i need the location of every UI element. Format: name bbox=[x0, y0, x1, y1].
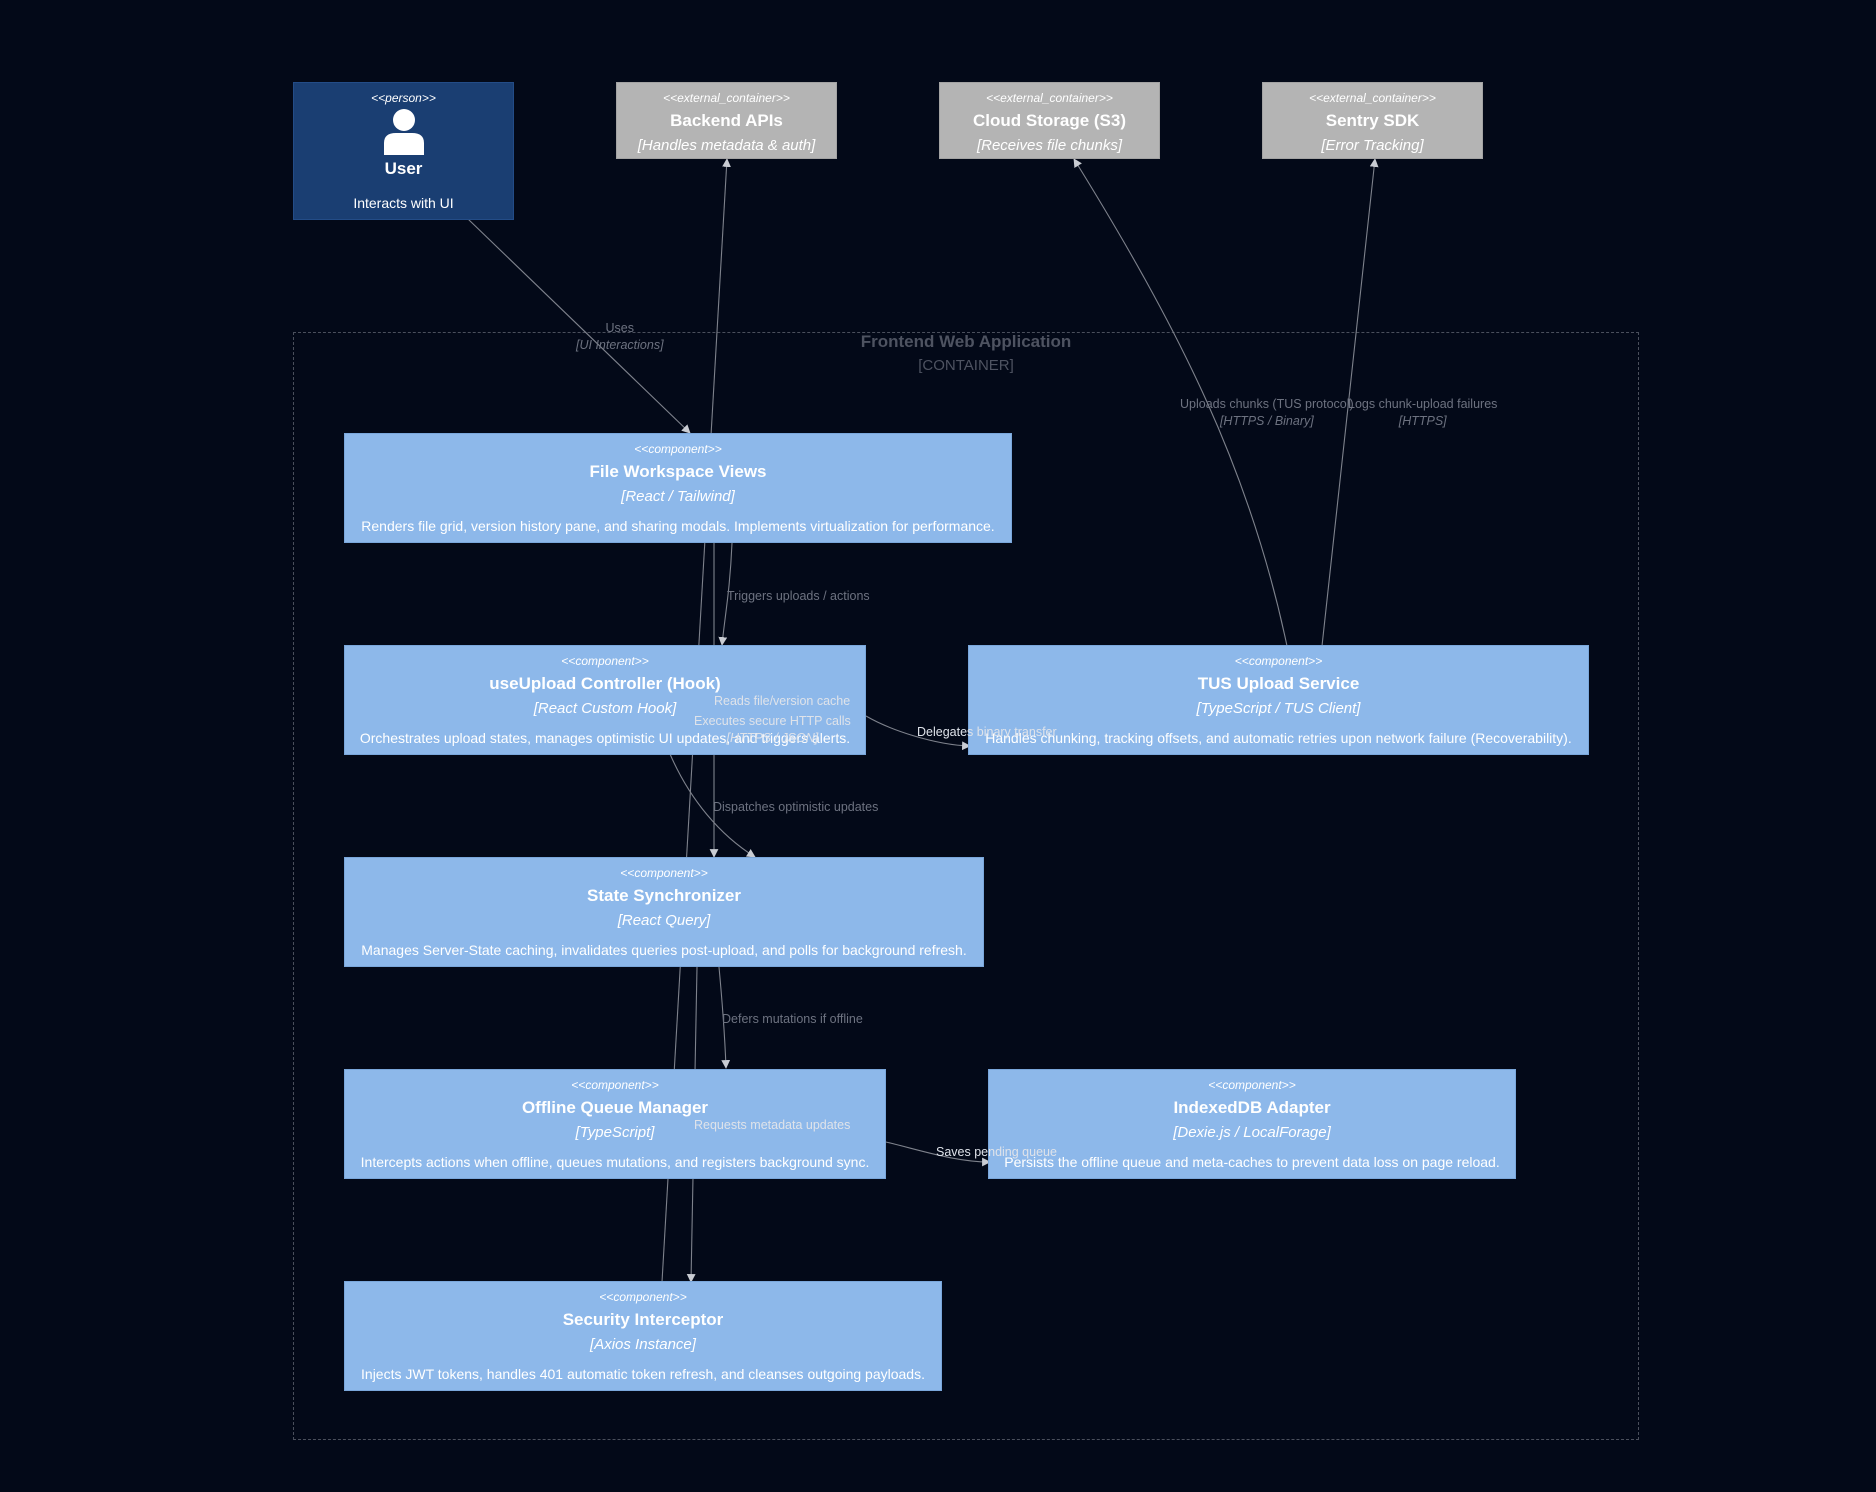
rel-technology: [HTTPS] bbox=[1398, 414, 1447, 428]
rel-technology: [HTTPS / JSON] bbox=[726, 731, 819, 745]
rel-label-uploads-chunks: Uploads chunks (TUS protocol) [HTTPS / B… bbox=[1180, 396, 1354, 430]
edge-defers bbox=[718, 966, 731, 1069]
component-tus-upload-service: <<component>> TUS Upload Service [TypeSc… bbox=[968, 645, 1589, 755]
component-file-workspace-views: <<component>> File Workspace Views [Reac… bbox=[344, 433, 1012, 543]
rel-label-defers: Defers mutations if offline bbox=[722, 1011, 863, 1028]
component-stereotype: <<component>> bbox=[1208, 1078, 1296, 1092]
component-name: TUS Upload Service bbox=[1197, 674, 1360, 693]
external-name: Cloud Storage (S3) bbox=[972, 111, 1126, 130]
component-stereotype: <<component>> bbox=[620, 866, 708, 880]
rel-label-reads-cache: Reads file/version cache bbox=[714, 693, 850, 710]
external-name: Backend APIs bbox=[670, 111, 783, 130]
component-technology: [TypeScript] bbox=[575, 1124, 655, 1141]
external-stereotype: <<external_container>> bbox=[1309, 91, 1436, 105]
component-description: Orchestrates upload states, manages opti… bbox=[359, 730, 851, 746]
rel-text: Saves pending queue bbox=[936, 1145, 1057, 1159]
edge-triggers bbox=[718, 542, 733, 646]
user-person: <<person>> User Interacts with UI bbox=[293, 82, 514, 220]
frontend-boundary bbox=[293, 332, 1639, 1440]
edge-uploads-chunks bbox=[1073, 158, 1288, 647]
component-state-synchronizer: <<component>> State Synchronizer [React … bbox=[344, 857, 984, 967]
person-icon bbox=[383, 109, 424, 155]
external-sentry-sdk: <<external_container>> Sentry SDK [Error… bbox=[1262, 82, 1483, 159]
rel-label-saves-queue: Saves pending queue bbox=[936, 1144, 1057, 1161]
external-technology: [Error Tracking] bbox=[1321, 137, 1424, 154]
external-technology: [Handles metadata & auth] bbox=[637, 137, 816, 154]
component-upload-controller: <<component>> useUpload Controller (Hook… bbox=[344, 645, 866, 755]
rel-text: Uses bbox=[605, 321, 635, 335]
component-technology: [React / Tailwind] bbox=[621, 488, 735, 505]
rel-text: Delegates binary transfer bbox=[917, 725, 1057, 739]
edge-uses bbox=[467, 218, 691, 434]
rel-technology: [HTTPS / Binary] bbox=[1219, 414, 1314, 428]
component-name: IndexedDB Adapter bbox=[1173, 1098, 1331, 1117]
component-description: Persists the offline queue and meta-cach… bbox=[1004, 1154, 1500, 1170]
component-technology: [React Query] bbox=[617, 912, 711, 929]
component-technology: [TypeScript / TUS Client] bbox=[1196, 700, 1361, 717]
component-description: Renders file grid, version history pane,… bbox=[361, 518, 995, 534]
edge-saves-queue bbox=[885, 1141, 991, 1167]
component-description: Handles chunking, tracking offsets, and … bbox=[985, 730, 1572, 746]
component-stereotype: <<component>> bbox=[1234, 654, 1323, 668]
external-technology: [Receives file chunks] bbox=[976, 137, 1123, 154]
component-name: State Synchronizer bbox=[587, 886, 741, 905]
edge-delegates bbox=[865, 715, 971, 751]
rel-text: Requests metadata updates bbox=[694, 1118, 851, 1132]
external-stereotype: <<external_container>> bbox=[986, 91, 1113, 105]
rel-text: Triggers uploads / actions bbox=[727, 589, 870, 603]
rel-label-triggers: Triggers uploads / actions bbox=[727, 588, 870, 605]
rel-text: Defers mutations if offline bbox=[722, 1012, 863, 1026]
boundary-subtitle: [CONTAINER] bbox=[918, 357, 1014, 374]
rel-label-dispatches: Dispatches optimistic updates bbox=[713, 799, 878, 816]
boundary-title: Frontend Web Application bbox=[860, 332, 1072, 351]
rel-label-requests-metadata: Requests metadata updates bbox=[694, 1117, 850, 1134]
component-description: Manages Server-State caching, invalidate… bbox=[361, 942, 967, 958]
component-name: useUpload Controller (Hook) bbox=[489, 674, 721, 693]
component-technology: [Axios Instance] bbox=[590, 1336, 696, 1353]
rel-text: Executes secure HTTP calls bbox=[694, 714, 851, 728]
rel-text: Uploads chunks (TUS protocol) bbox=[1180, 397, 1354, 411]
component-stereotype: <<component>> bbox=[634, 442, 722, 456]
rel-technology: [UI Interactions] bbox=[576, 338, 664, 352]
rel-text: Logs chunk-upload failures bbox=[1348, 397, 1498, 411]
rel-label-logs-failures: Logs chunk-upload failures [HTTPS] bbox=[1348, 396, 1497, 430]
external-cloud-storage: <<external_container>> Cloud Storage (S3… bbox=[939, 82, 1160, 159]
component-stereotype: <<component>> bbox=[571, 1078, 659, 1092]
component-technology: [React Custom Hook] bbox=[533, 700, 677, 717]
rel-label-uses: Uses [UI Interactions] bbox=[576, 320, 664, 354]
component-name: Offline Queue Manager bbox=[521, 1098, 709, 1117]
person-stereotype: <<person>> bbox=[371, 91, 436, 105]
rel-text: Reads file/version cache bbox=[714, 694, 851, 708]
component-stereotype: <<component>> bbox=[561, 654, 649, 668]
external-stereotype: <<external_container>> bbox=[663, 91, 790, 105]
rel-text: Dispatches optimistic updates bbox=[713, 800, 879, 814]
rel-label-delegates: Delegates binary transfer bbox=[917, 724, 1057, 741]
component-security-interceptor: <<component>> Security Interceptor [Axio… bbox=[344, 1281, 942, 1391]
component-indexeddb-adapter: <<component>> IndexedDB Adapter [Dexie.j… bbox=[988, 1069, 1516, 1179]
component-name: File Workspace Views bbox=[589, 462, 767, 481]
component-offline-queue-manager: <<component>> Offline Queue Manager [Typ… bbox=[344, 1069, 886, 1179]
edge-dispatches bbox=[669, 753, 756, 858]
component-name: Security Interceptor bbox=[562, 1310, 724, 1329]
rel-label-executes-http: Executes secure HTTP calls [HTTPS / JSON… bbox=[694, 713, 851, 747]
external-backend-apis: <<external_container>> Backend APIs [Han… bbox=[616, 82, 837, 159]
component-technology: [Dexie.js / LocalForage] bbox=[1173, 1124, 1331, 1141]
edge-logs-failures bbox=[1321, 158, 1379, 647]
person-description: Interacts with UI bbox=[353, 195, 454, 211]
external-name: Sentry SDK bbox=[1325, 111, 1420, 130]
person-name: User bbox=[384, 159, 423, 178]
component-description: Intercepts actions when offline, queues … bbox=[360, 1154, 870, 1170]
component-description: Injects JWT tokens, handles 401 automati… bbox=[361, 1366, 925, 1382]
component-stereotype: <<component>> bbox=[599, 1290, 687, 1304]
